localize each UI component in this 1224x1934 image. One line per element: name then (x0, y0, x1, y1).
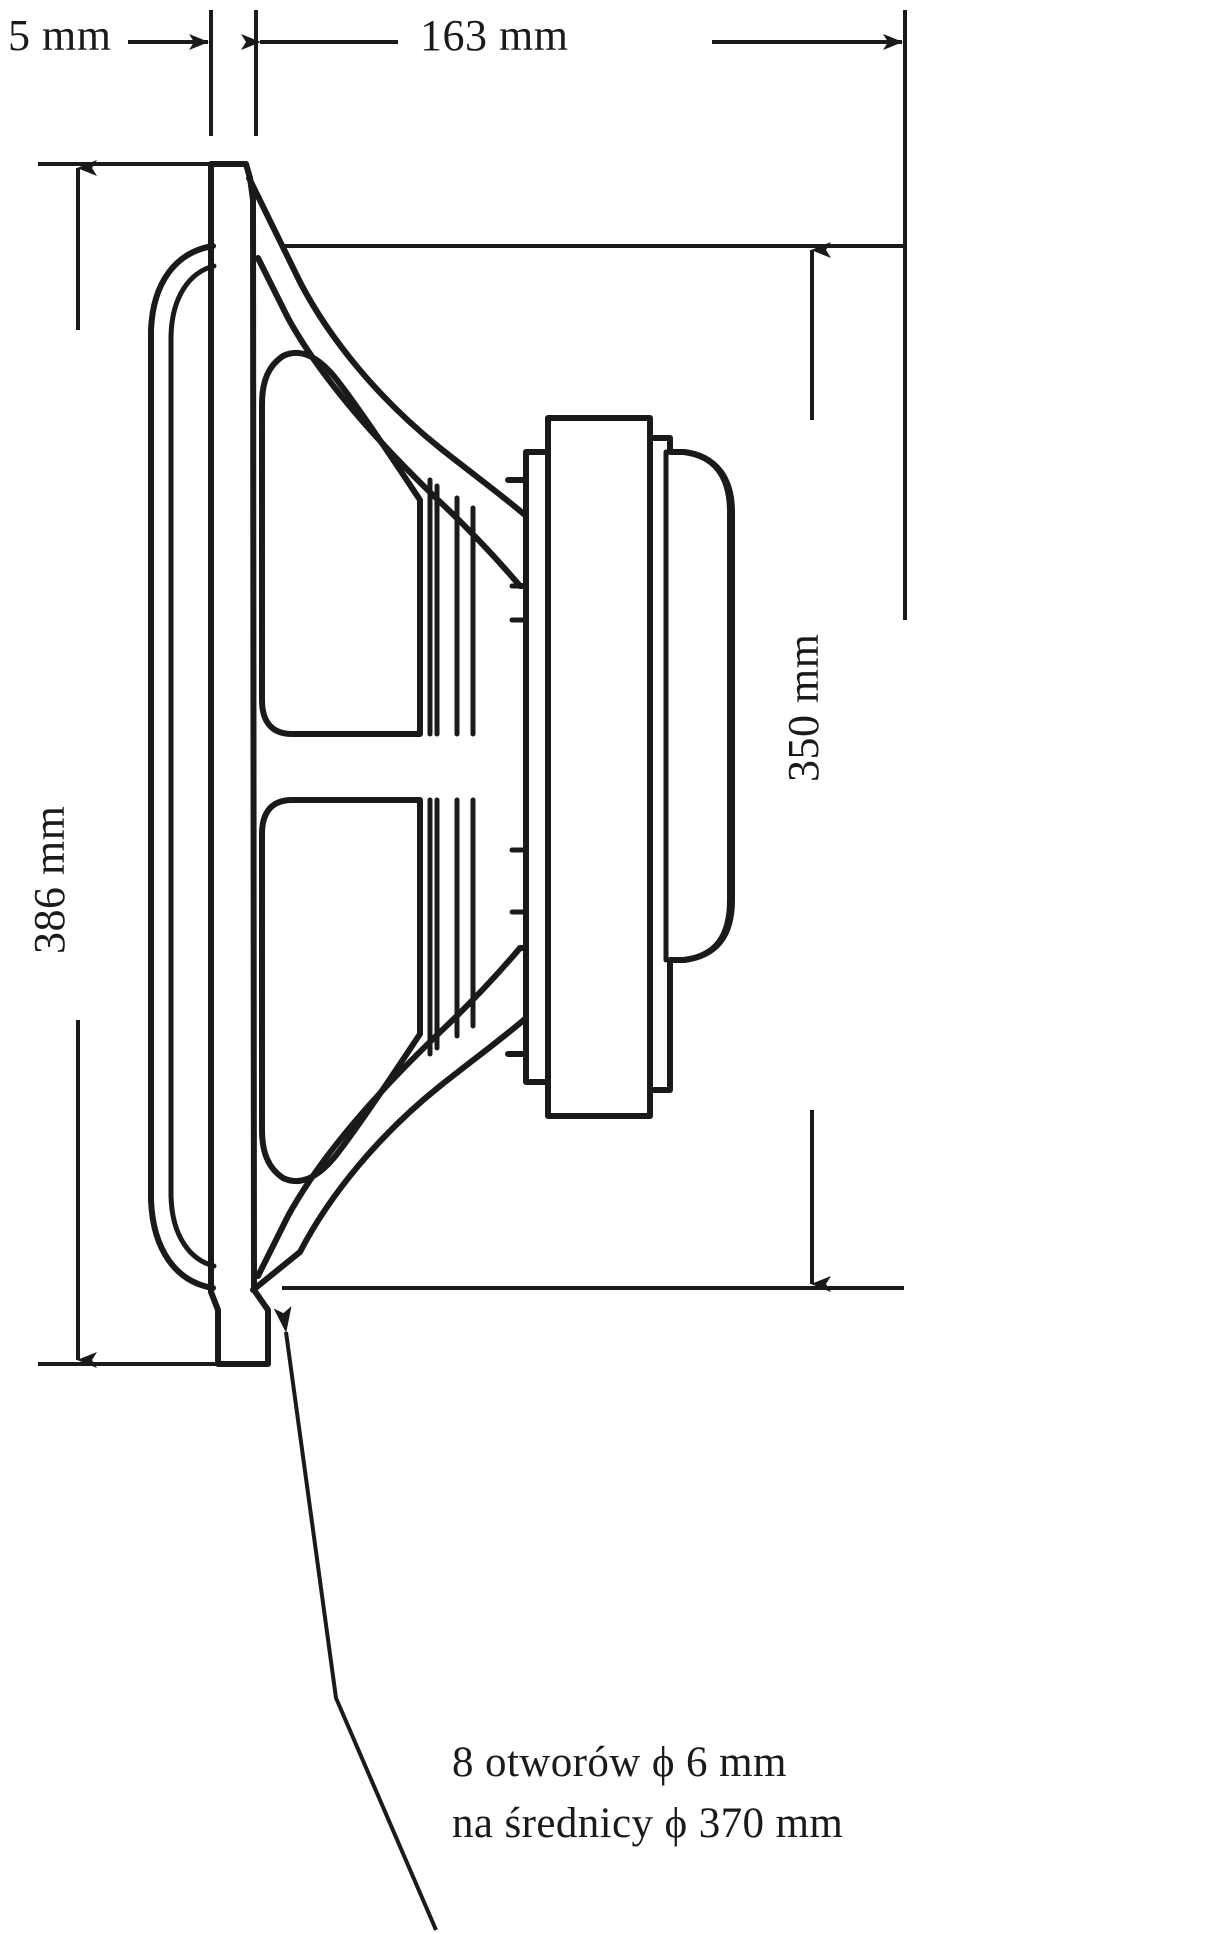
bolt-hole-note-line-2: na średnicy ϕ 370 mm (452, 1800, 844, 1848)
bolt-hole-note: 8 otworów ϕ 6 mm na średnicy ϕ 370 mm (452, 1732, 843, 1854)
magnet-front-plate (523, 449, 551, 1085)
surround-rim-inner (168, 263, 217, 1269)
dimension-lines-group (38, 10, 907, 1368)
speaker-body-group (148, 161, 735, 1367)
dimension-label-flange-thickness: 5 mm (8, 11, 112, 60)
magnet-back-outer-shell (681, 449, 735, 963)
hole-note-leader-group (273, 1306, 438, 1931)
surround-rim-outline (148, 243, 216, 1291)
bolt-hole-note-line-1: 8 otworów ϕ 6 mm (452, 1739, 787, 1786)
dimension-label-overall-depth: 163 mm (420, 11, 569, 60)
hole-note-leader-line (273, 1306, 438, 1931)
cone-upper-outline (259, 349, 423, 737)
basket-lower-strut (250, 945, 529, 1293)
mounting-flange-outline (208, 161, 271, 1367)
magnet-back-plate (647, 435, 733, 1093)
dimension-label-outer-frame-height: 386 mm (25, 805, 74, 954)
basket-upper-strut (246, 175, 529, 589)
dimension-label-basket-height: 350 mm (779, 633, 828, 782)
cone-lower-outline (259, 797, 423, 1185)
magnet-core-block (545, 415, 653, 1119)
